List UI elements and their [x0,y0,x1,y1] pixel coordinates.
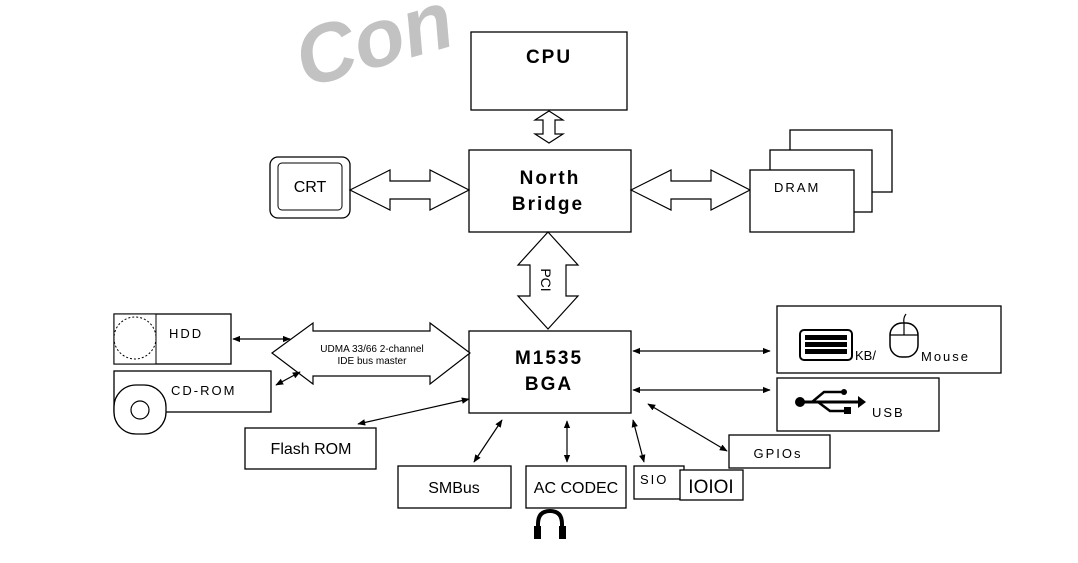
cdrom-label: CD-ROM [171,383,236,398]
keyboard-icon [799,329,853,361]
dram-label: DRAM [774,180,820,195]
crt-nb-arrow [348,169,471,211]
ac-codec-block: AC CODEC [525,465,627,509]
flash-rom-block: Flash ROM [244,427,377,470]
crt-label: CRT [294,179,327,196]
mouse-label: Mouse [921,349,970,364]
flash-connector [357,397,470,426]
cdrom-device: CD-ROM [113,370,272,435]
north-bridge-label-1: North [520,168,581,189]
ide-bus-arrow: UDMA 33/66 2-channel IDE bus master [270,321,471,386]
cpu-nb-arrow [532,110,566,144]
north-bridge-block: North Bridge [468,149,632,233]
usb-icon [795,389,866,414]
headphones-icon [534,508,566,539]
sio-block: SIO IOIOI [633,465,744,501]
kb-mouse-block: KB/ Mouse [776,305,1002,374]
cpu-label: CPU [526,47,572,68]
ide-label-2: IDE bus master [338,356,408,367]
watermark-text: Con [285,0,463,105]
usb-block: USB [776,377,940,432]
nb-dram-arrow [629,169,752,211]
south-bridge-block: M1535 BGA [468,330,632,414]
kb-label: KB/ [855,348,876,363]
usb-label: USB [872,405,905,420]
hdd-device: HDD [113,313,232,365]
gpio-label: GPIOs [753,446,802,461]
flash-rom-label: Flash ROM [271,441,352,458]
north-bridge-label-2: Bridge [512,194,584,215]
cdrom-ide-connector [275,371,301,386]
pci-arrow: PCI [516,231,580,330]
cpu-block: CPU [470,31,628,111]
south-bridge-label-1: M1535 [515,348,583,369]
ac-codec-label: AC CODEC [534,480,618,497]
smbus-block: SMBus [397,465,512,509]
hdd-label: HDD [169,326,203,341]
sio-connector [631,419,646,463]
gpio-connector [647,403,728,452]
south-bridge-label-2: BGA [525,374,573,395]
sio-port-label: IOIOI [688,477,733,498]
mouse-icon [889,313,919,358]
ide-label-1: UDMA 33/66 2-channel [320,344,423,355]
smbus-connector [473,419,503,463]
smbus-label: SMBus [428,480,480,497]
gpio-block: GPIOs [728,434,831,469]
dram-stack: DRAM [749,129,893,233]
crt-monitor: CRT [269,156,351,219]
pci-label: PCI [538,268,554,291]
sio-label: SIO [640,472,668,487]
